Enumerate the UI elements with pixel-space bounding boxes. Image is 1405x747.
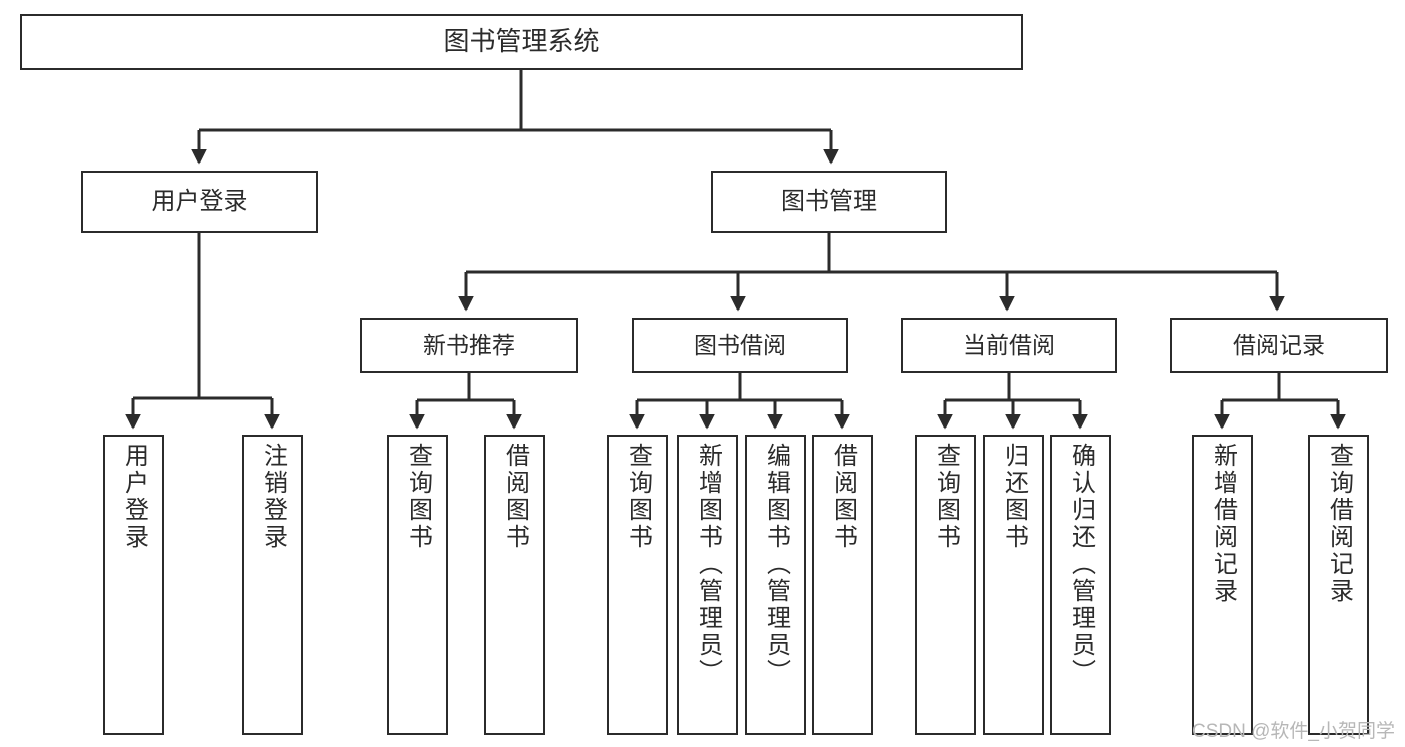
leaf-borrow-book[interactable]: 借阅图书 (812, 435, 873, 735)
node-root[interactable]: 图书管理系统 (20, 14, 1023, 70)
node-root-label: 图书管理系统 (443, 26, 600, 57)
leaf-add-borrow-record-label: 新增借阅记录 (1209, 443, 1237, 605)
leaf-query-borrow-record-label: 查询借阅记录 (1325, 443, 1353, 605)
csdn-watermark: CSDN @软件_小贺同学 (1192, 721, 1395, 742)
leaf-confirm-return-admin[interactable]: 确认归还（管理员） (1050, 435, 1111, 735)
leaf-query-book-borrow-label: 查询图书 (624, 443, 652, 551)
leaf-return-book-label: 归还图书 (1000, 443, 1028, 551)
leaf-return-book[interactable]: 归还图书 (983, 435, 1044, 735)
leaf-query-book-recommend[interactable]: 查询图书 (387, 435, 448, 735)
leaf-add-book-admin[interactable]: 新增图书（管理员） (677, 435, 738, 735)
leaf-query-borrow-record[interactable]: 查询借阅记录 (1308, 435, 1369, 735)
node-user-login-label: 用户登录 (151, 188, 248, 216)
leaf-logout[interactable]: 注销登录 (242, 435, 303, 735)
leaf-user-login[interactable]: 用户登录 (103, 435, 164, 735)
leaf-confirm-return-admin-label: 确认归还（管理员） (1067, 443, 1095, 686)
node-book-borrow-label: 图书借阅 (694, 332, 786, 359)
node-new-book-recommend-label: 新书推荐 (423, 332, 515, 359)
leaf-borrow-book-recommend[interactable]: 借阅图书 (484, 435, 545, 735)
leaf-query-book-borrow[interactable]: 查询图书 (607, 435, 668, 735)
node-current-borrow-label: 当前借阅 (963, 332, 1055, 359)
leaf-edit-book-admin[interactable]: 编辑图书（管理员） (745, 435, 806, 735)
leaf-query-book-current-label: 查询图书 (932, 443, 960, 551)
leaf-add-borrow-record[interactable]: 新增借阅记录 (1192, 435, 1253, 735)
node-borrow-records-label: 借阅记录 (1233, 332, 1325, 359)
node-borrow-records[interactable]: 借阅记录 (1170, 318, 1388, 373)
node-book-management-label: 图书管理 (781, 188, 877, 216)
leaf-edit-book-admin-label: 编辑图书（管理员） (762, 443, 790, 686)
node-book-borrow[interactable]: 图书借阅 (632, 318, 848, 373)
node-new-book-recommend[interactable]: 新书推荐 (360, 318, 578, 373)
node-book-management[interactable]: 图书管理 (711, 171, 947, 233)
leaf-query-book-current[interactable]: 查询图书 (915, 435, 976, 735)
node-current-borrow[interactable]: 当前借阅 (901, 318, 1117, 373)
leaf-borrow-book-label: 借阅图书 (829, 443, 857, 551)
leaf-add-book-admin-label: 新增图书（管理员） (694, 443, 722, 686)
node-user-login[interactable]: 用户登录 (81, 171, 318, 233)
leaf-borrow-book-recommend-label: 借阅图书 (501, 443, 529, 551)
leaf-query-book-recommend-label: 查询图书 (404, 443, 432, 551)
leaf-user-login-label: 用户登录 (120, 443, 148, 551)
leaf-logout-label: 注销登录 (259, 443, 287, 551)
